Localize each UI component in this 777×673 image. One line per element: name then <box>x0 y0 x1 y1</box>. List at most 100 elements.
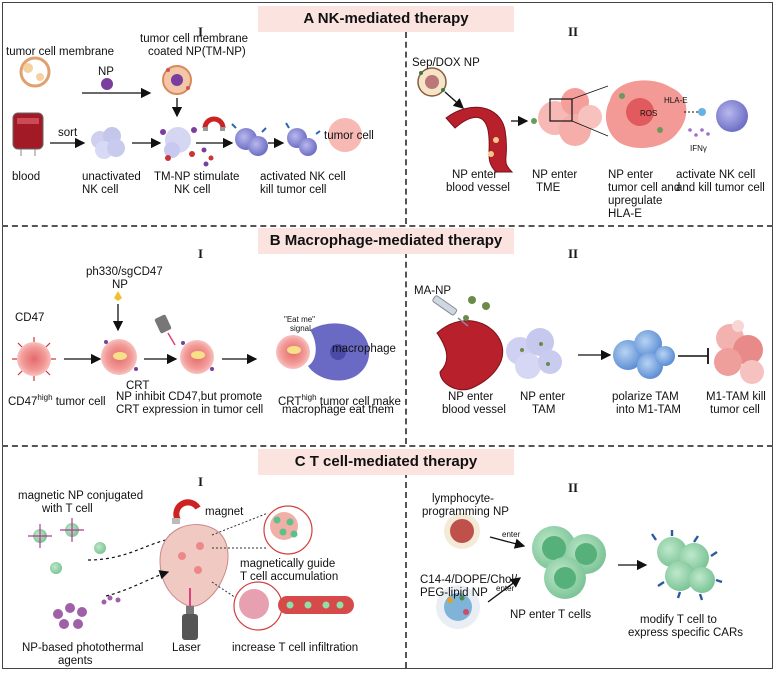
label-cd47: CD47 <box>15 312 45 324</box>
laser-device-icon <box>154 314 176 346</box>
label-c14-1: C14-4/DOPE/Chol/ <box>420 574 518 586</box>
label-ma-np: MA-NP <box>414 285 452 297</box>
label-sort: sort <box>58 127 78 139</box>
syringe-icon <box>432 295 469 327</box>
label-tm-np-2: coated NP(TM-NP) <box>148 46 246 58</box>
zoom-line-top <box>571 85 609 100</box>
tumor-cell-zoom-icon <box>605 80 687 149</box>
panel-b-title: B Macrophage-mediated therapy <box>258 228 514 254</box>
label-crt-high-1: CRThigh tumor cell make <box>278 393 401 408</box>
label-np-enter-t: NP enter T cells <box>510 609 592 621</box>
panel-a-left-numeral: I <box>198 24 204 39</box>
label-b2-m1-1: M1-TAM kill <box>706 391 766 403</box>
label-cd47-high: CD47high tumor cell <box>8 393 106 408</box>
nk-cell-a-icon <box>716 100 748 132</box>
label-laser: Laser <box>172 642 201 654</box>
ifn-dots-icon <box>688 128 710 137</box>
label-eat-me-2: signal <box>290 324 311 333</box>
label-infiltration: increase T cell infiltration <box>232 642 359 654</box>
arrow-photothermal <box>105 570 170 597</box>
panel-a-right-numeral: II <box>568 24 579 39</box>
label-np-inhibit-2: CRT expression in tumor cell <box>116 404 264 416</box>
label-blood: blood <box>12 171 41 183</box>
label-a2-tme-2: TME <box>536 182 561 194</box>
crt-tumor-cell-icon <box>180 340 214 374</box>
divider-c-vertical <box>405 472 407 668</box>
laser-c-icon <box>182 588 198 640</box>
zoom-line-bottom <box>571 120 609 137</box>
label-modify-1: modify T cell to <box>640 614 717 626</box>
t-cell-cluster-icon <box>532 526 606 599</box>
label-crt: CRT <box>126 380 150 392</box>
hla-receptor-icon <box>698 108 706 116</box>
label-ros: ROS <box>640 109 658 118</box>
label-lympho-2: programming NP <box>422 506 509 518</box>
label-b2-vessel-1: NP enter <box>448 391 494 403</box>
tumor-cell-a-icon <box>328 118 362 152</box>
eat-me-tumor-cell-icon <box>276 335 310 369</box>
magnet-small-icon <box>202 116 226 131</box>
panel-a-title: A NK-mediated therapy <box>258 6 514 32</box>
panel-b-right-numeral: II <box>568 246 579 261</box>
panel-c-right-numeral: II <box>568 480 579 495</box>
label-unactivated-2: NK cell <box>82 184 119 196</box>
activated-nk-kill-icon <box>285 122 321 156</box>
tcell-infiltration-zoom-icon <box>233 581 354 631</box>
label-magnetic-np-2: with T cell <box>42 503 93 515</box>
label-magnetic-np-1: magnetic NP conjugated <box>18 490 144 502</box>
label-eat-me-1: "Eat me" <box>284 315 316 324</box>
label-a2-vessel-2: blood vessel <box>446 182 510 194</box>
scattered-np-icon <box>201 147 214 167</box>
ph330-np-icon <box>114 291 122 301</box>
lymphocyte-np-icon <box>444 513 480 549</box>
treated-tumor-cell-icon <box>101 339 138 375</box>
panel-c-title: C T cell-mediated therapy <box>258 449 514 475</box>
label-a2-tumor-1: NP enter <box>608 169 654 181</box>
label-tm-np-1: tumor cell membrane <box>140 33 249 45</box>
label-stimulate-2: NK cell <box>174 184 211 196</box>
label-a2-activate-2: and kill tumor cell <box>676 182 765 194</box>
membrane-vesicle-icon <box>19 56 51 88</box>
label-photothermal-2: agents <box>58 655 93 667</box>
macrophage-icon <box>308 323 370 381</box>
label-crt-high-2: macrophage eat them <box>282 404 394 416</box>
blood-vessel-b-icon <box>436 320 504 391</box>
label-activated-1: activated NK cell <box>260 171 346 183</box>
arrow-enter-1 <box>489 536 526 549</box>
label-ph330-2: NP <box>112 279 128 291</box>
label-photothermal-1: NP-based photothermal <box>22 642 144 654</box>
cd47-tumor-cell-icon <box>12 337 56 381</box>
label-sep-dox-np: Sep/DOX NP <box>412 57 480 69</box>
arrow-enter-2 <box>487 577 522 603</box>
label-b2-tam-1: NP enter <box>520 391 566 403</box>
tam-cluster-icon <box>506 328 562 379</box>
panel-c-left-numeral: I <box>198 474 204 489</box>
label-guide-1: magnetically guide <box>240 558 336 570</box>
label-enter-1: enter <box>502 530 521 539</box>
label-unactivated-1: unactivated <box>82 171 141 183</box>
divider-a-b <box>2 225 773 227</box>
np-small-icon <box>531 118 537 124</box>
blood-bag-icon <box>12 112 44 156</box>
label-macrophage: macrophage <box>332 343 396 355</box>
tme-cluster-icon <box>538 88 602 146</box>
label-magnet: magnet <box>205 506 244 518</box>
magnetic-np-tcell-cluster-icon <box>28 518 106 574</box>
label-a2-vessel-1: NP enter <box>452 169 498 181</box>
label-guide-2: T cell accumulation <box>240 571 339 583</box>
label-b2-polarize-1: polarize TAM <box>612 391 679 403</box>
unactivated-nk-cluster-icon <box>91 127 125 159</box>
label-modify-2: express specific CARs <box>628 627 744 639</box>
zoom-line-c3 <box>211 581 237 599</box>
brain-head-icon <box>159 524 229 607</box>
label-a2-tumor-2: tumor cell and <box>608 182 681 194</box>
ma-np-icon <box>463 296 490 321</box>
label-stimulate-1: TM-NP stimulate <box>154 171 240 183</box>
label-lympho-1: lymphocyte- <box>432 493 494 505</box>
label-np: NP <box>98 66 114 78</box>
label-tumor-cell-membrane: tumor cell membrane <box>6 46 115 58</box>
m1-tam-cluster-icon <box>613 330 675 379</box>
sep-dox-np-icon <box>417 67 447 97</box>
activated-nk-cluster-icon <box>231 123 268 156</box>
